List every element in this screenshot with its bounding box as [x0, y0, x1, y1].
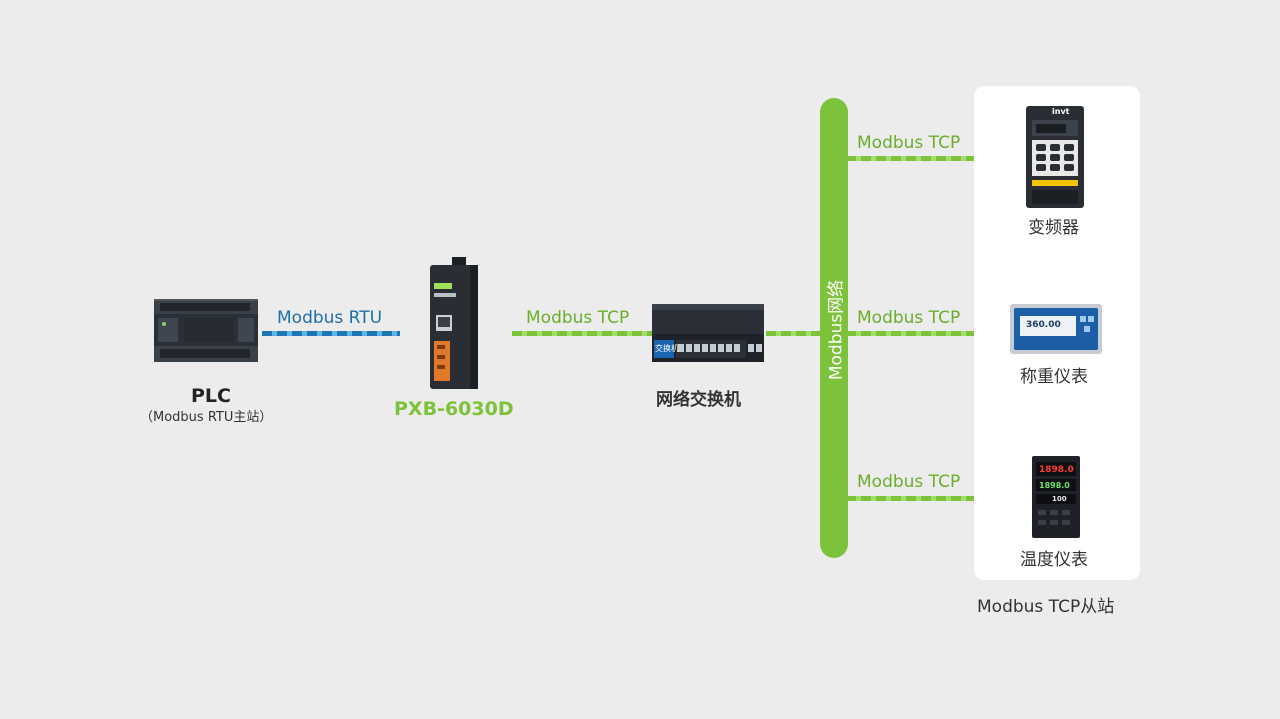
plc-subtitle: （Modbus RTU主站） [140, 410, 273, 425]
switch-name: 网络交换机 [656, 390, 741, 410]
plc-icon [154, 299, 258, 362]
bus-label: Modbus网络 [826, 279, 847, 381]
slave-name-temperature: 温度仪表 [1020, 550, 1088, 570]
slave-device-inverter: invt [1022, 104, 1088, 210]
network-switch-icon [652, 304, 764, 362]
slave-group-title: Modbus TCP从站 [977, 597, 1115, 617]
slave-name-weighing: 称重仪表 [1020, 367, 1088, 387]
temperature-display-sv: 1898.0 [1039, 481, 1070, 490]
modbus-network-bus [820, 98, 848, 558]
slave-device-temperature: 1898.0 1898.0 100 [1030, 454, 1082, 540]
weighing-instrument-icon [1010, 304, 1102, 354]
temperature-display-out: 100 [1052, 495, 1067, 503]
tcp-link-label-slave2: Modbus TCP [857, 308, 961, 328]
gateway-icon [430, 257, 478, 389]
tcp-link-gateway-switch-line [512, 331, 652, 336]
tcp-link-label: Modbus TCP [526, 308, 630, 328]
tcp-link-label-slave1: Modbus TCP [857, 133, 961, 153]
inverter-brand-logo: invt [1052, 107, 1070, 116]
slave-device-weighing: 360.00 [1008, 302, 1104, 356]
tcp-link-bus-slave3-line [846, 496, 1016, 501]
tcp-link-label-slave3: Modbus TCP [857, 472, 961, 492]
temperature-display-pv: 1898.0 [1039, 465, 1074, 475]
rtu-link-label: Modbus RTU [277, 308, 383, 328]
tcp-link-switch-bus-line [766, 331, 822, 336]
slave-name-inverter: 变频器 [1028, 218, 1079, 238]
plc-device [150, 294, 265, 366]
switch-panel-text: 交换机 [655, 344, 679, 353]
plc-name: PLC [191, 385, 231, 407]
inverter-icon [1026, 106, 1084, 208]
weighing-display-value: 360.00 [1026, 320, 1061, 330]
temperature-controller-icon [1032, 456, 1080, 538]
gateway-device [424, 255, 484, 390]
tcp-link-bus-slave2-line [846, 331, 1016, 336]
gateway-name: PXB-6030D [394, 398, 514, 420]
switch-device: 交换机 [648, 298, 768, 368]
rtu-link-line [262, 331, 400, 336]
tcp-link-bus-slave1-line [846, 156, 1016, 161]
